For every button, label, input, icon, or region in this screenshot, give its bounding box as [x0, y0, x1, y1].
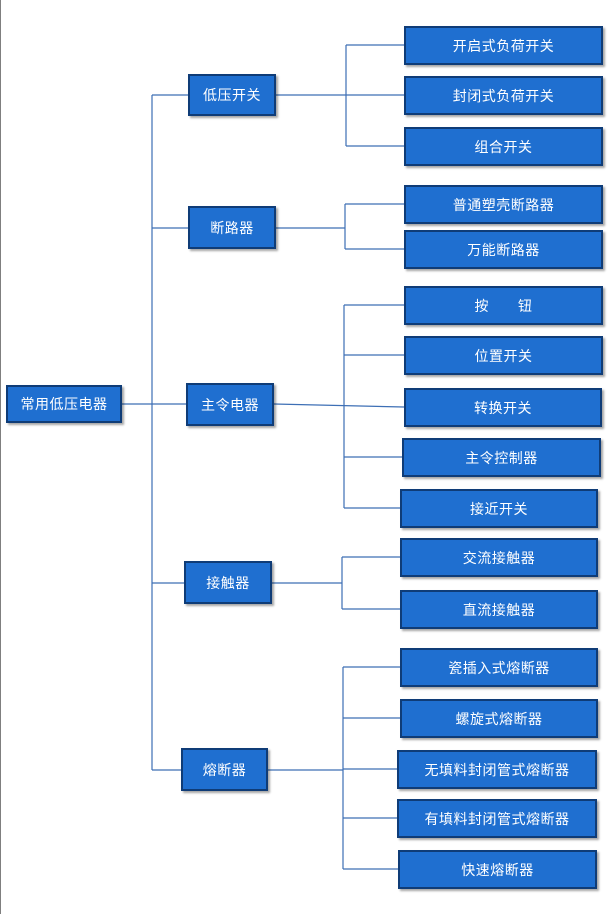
- leaf-node: 封闭式负荷开关: [404, 76, 603, 115]
- leaf-node: 直流接触器: [400, 590, 598, 629]
- leaf-node: 螺旋式熔断器: [400, 699, 598, 738]
- category-node-control-switch: 主令电器: [186, 383, 274, 426]
- leaf-node: 普通塑壳断路器: [404, 185, 603, 224]
- leaf-node: 位置开关: [404, 336, 603, 375]
- connector-g2-stem: [273, 403, 405, 408]
- category-node-fuse: 熔断器: [181, 748, 268, 791]
- page-left-border: [0, 0, 1, 914]
- root-node: 常用低压电器: [6, 385, 122, 423]
- category-node-contactor: 接触器: [184, 561, 272, 604]
- leaf-node: 组合开关: [404, 127, 603, 166]
- category-node-circuit-breaker: 断路器: [188, 206, 276, 249]
- leaf-node: 交流接触器: [400, 538, 598, 577]
- leaf-node: 万能断路器: [404, 230, 603, 269]
- leaf-node: 主令控制器: [402, 438, 601, 477]
- leaf-node: 有填料封闭管式熔断器: [397, 799, 597, 838]
- leaf-node: 无填料封闭管式熔断器: [397, 750, 597, 789]
- leaf-node: 开启式负荷开关: [404, 26, 603, 65]
- leaf-node: 接近开关: [400, 489, 598, 528]
- leaf-node: 瓷插入式熔断器: [400, 648, 598, 687]
- leaf-node: 按 钮: [404, 286, 603, 325]
- category-node-low-voltage-switch: 低压开关: [188, 74, 276, 116]
- leaf-node: 转换开关: [404, 388, 602, 427]
- leaf-node: 快速熔断器: [398, 850, 597, 889]
